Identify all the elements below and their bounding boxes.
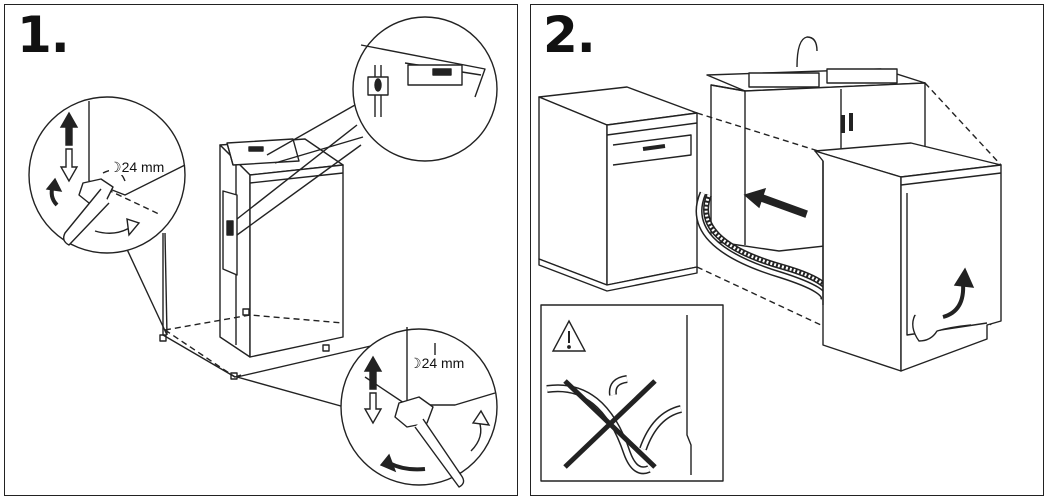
wrench-icon: ☽ [409, 355, 422, 371]
curved-arrow-icon [45, 177, 63, 207]
wrench-size-label-lower: ☽24 mm [409, 355, 465, 371]
warning-triangle-icon [551, 319, 587, 352]
dishwasher-cabinet [159, 138, 344, 380]
arrow-left-icon [743, 187, 808, 218]
wrench-icon: ☽ [109, 159, 122, 175]
spirit-level-side [222, 190, 238, 276]
arrow-up-icon [59, 111, 79, 146]
wrench-size-label-upper: ☽24 mm [109, 159, 165, 175]
arrow-down-icon [59, 148, 79, 183]
spirit-level-top [226, 138, 300, 166]
zoom-circle-foot-lower [340, 327, 498, 488]
zoom-circle-foot-upper [28, 96, 186, 254]
curved-arrow-icon [470, 409, 491, 452]
step-2-illustration [538, 36, 1002, 482]
left-cabinet [538, 86, 698, 292]
step-2-panel: 2. [530, 4, 1044, 496]
cross-out-icon [563, 379, 657, 469]
step-1-illustration [28, 16, 498, 488]
step-2-number: 2. [543, 6, 596, 64]
curved-arrow-icon [94, 217, 141, 237]
arrow-down-icon [363, 392, 383, 425]
dishwasher [814, 142, 1002, 372]
curved-arrow-icon [379, 453, 426, 473]
curved-arrow-icon [942, 267, 975, 319]
zoom-circle-level [352, 16, 498, 162]
step-1-panel: 1. [4, 4, 518, 496]
step-1-number: 1. [17, 6, 70, 64]
arrow-up-icon [363, 355, 383, 390]
